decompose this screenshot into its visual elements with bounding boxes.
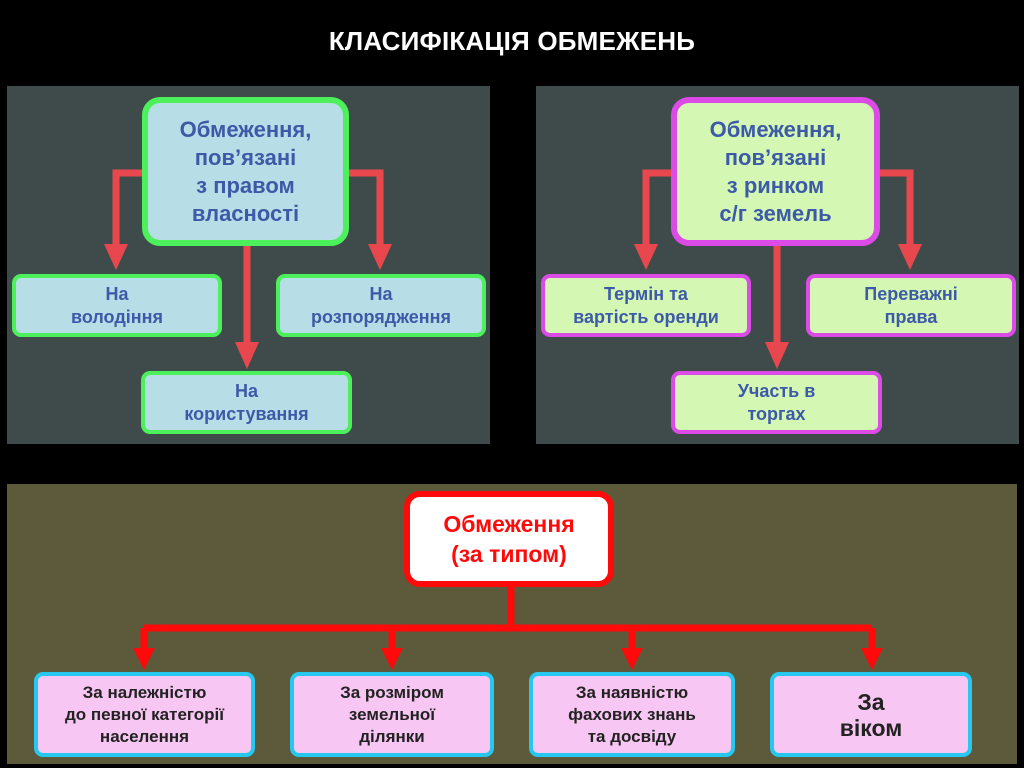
- volodinnia-box: На володіння: [12, 274, 222, 337]
- arrow-to-perevazhni: [878, 169, 914, 248]
- page-title: КЛАСИФІКАЦІЯ ОБМЕЖЕНЬ: [328, 26, 696, 56]
- nalezhnist-box: За належністю до певної категорії населе…: [34, 672, 255, 757]
- type-root-box: Обмеження (за типом): [404, 491, 614, 587]
- termin-box: Термін та вартість оренди: [541, 274, 751, 337]
- arrow-to-rozporiadzhennia: [348, 169, 384, 248]
- vik-box: За віком: [770, 672, 972, 757]
- arrowhead-znannia: [621, 648, 643, 670]
- arrowhead-korystuvannia: [235, 342, 259, 369]
- arrowhead-rozmir: [381, 648, 403, 670]
- arrowhead-uchast: [765, 342, 789, 369]
- znannia-box: За наявністю фахових знань та досвіду: [529, 672, 735, 757]
- ownership-root-box: Обмеження, пов’язані з правом власності: [142, 97, 349, 246]
- korystuvannia-box: На користування: [141, 371, 352, 434]
- uchast-box: Участь в торгах: [671, 371, 882, 434]
- market-root-box: Обмеження, пов’язані з ринком с/г земель: [671, 97, 880, 246]
- rozporiadzhennia-box: На розпорядження: [276, 274, 486, 337]
- arrowhead-termin: [634, 244, 658, 270]
- perevazhni-box: Переважні права: [806, 274, 1016, 337]
- arrowhead-rozporiadzhennia: [368, 244, 392, 270]
- arrowhead-volodinnia: [104, 244, 128, 270]
- arrow-to-volodinnia: [112, 169, 145, 248]
- arrowhead-vik: [861, 648, 883, 670]
- arrowhead-perevazhni: [898, 244, 922, 270]
- arrowhead-nalezhnist: [133, 648, 155, 670]
- arrow-to-termin: [642, 169, 676, 248]
- rozmir-box: За розміром земельної ділянки: [290, 672, 494, 757]
